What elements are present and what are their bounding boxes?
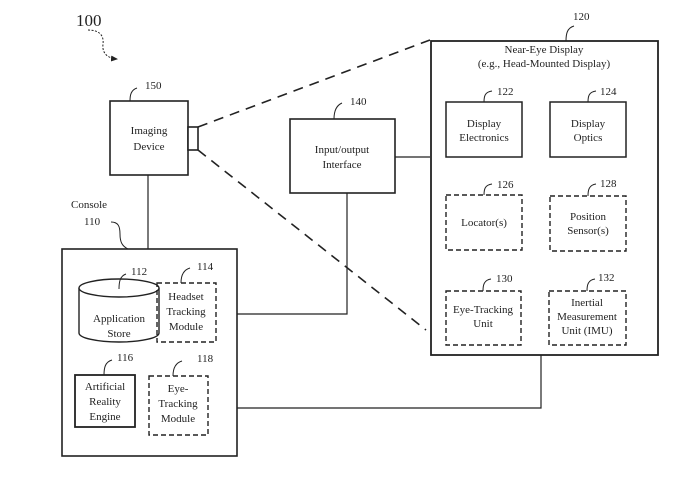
imaging-device-label-1: Imaging	[131, 125, 168, 137]
application-store-label-2: Store	[107, 328, 130, 340]
io-interface-block: Input/output Interface 140	[289, 96, 396, 194]
imu-ref: 132	[598, 272, 615, 284]
fov-line-bottom	[197, 149, 427, 331]
headset-tracking-label-3: Module	[169, 321, 203, 333]
display-optics-ref: 124	[600, 86, 617, 98]
display-electronics-ref: 122	[497, 86, 514, 98]
imaging-device-ref: 150	[145, 80, 162, 92]
ned-ref: 120	[573, 11, 590, 23]
ar-engine-leader	[103, 359, 113, 376]
display-optics-leader	[587, 90, 597, 103]
ar-engine-box	[74, 374, 136, 428]
eye-tracking-module: Eye- Tracking Module 118	[148, 353, 214, 436]
io-interface-ref: 140	[350, 96, 367, 108]
console-title: Console	[71, 199, 107, 211]
eye-tracking-module-label-3: Module	[161, 413, 195, 425]
headset-tracking-ref: 114	[197, 261, 214, 273]
locators-box	[445, 194, 523, 251]
console-ref: 110	[84, 216, 101, 228]
application-store-ref: 112	[131, 266, 147, 278]
position-sensors-box	[549, 195, 627, 252]
near-eye-display-box	[430, 40, 659, 356]
io-interface-label-1: Input/output	[315, 144, 369, 156]
application-store-label-1: Application	[93, 313, 145, 325]
display-electronics-label-2: Electronics	[459, 132, 508, 144]
display-electronics-leader	[483, 90, 493, 103]
io-interface-leader	[333, 102, 343, 120]
imu-label-3: Unit (IMU)	[561, 325, 612, 337]
ned-leader	[565, 25, 575, 42]
eye-tracking-module-box	[148, 375, 209, 436]
console-box	[61, 248, 238, 457]
ar-engine-label-1: Artificial	[85, 381, 125, 393]
application-store: Application Store 112	[78, 266, 160, 343]
console-to-ned-line	[237, 355, 542, 409]
application-store-leader	[118, 273, 127, 290]
headset-tracking-label-1: Headset	[168, 291, 203, 303]
headset-tracking-box	[156, 282, 217, 343]
console-leader	[110, 221, 129, 250]
console-block: Console 110 Application Store 112 Headse…	[61, 199, 238, 457]
io-interface-box	[289, 118, 396, 194]
figure-ref-label: 100	[76, 11, 102, 30]
imaging-device-label-2: Device	[133, 141, 164, 153]
locators-label: Locator(s)	[461, 217, 507, 229]
headset-tracking-module: Headset Tracking Module 114	[156, 261, 217, 343]
eye-tracking-module-label-1: Eye-	[168, 383, 189, 395]
imu-label-1: Inertial	[571, 297, 603, 309]
locators-ref: 126	[497, 179, 514, 191]
near-eye-display-block: Near-Eye Display (e.g., Head-Mounted Dis…	[430, 11, 659, 356]
fov-line-top	[197, 39, 431, 128]
imu-leader	[586, 278, 596, 292]
figure-ref-arrow	[87, 29, 118, 62]
eye-tracking-module-label-2: Tracking	[158, 398, 198, 410]
ned-title-2: (e.g., Head-Mounted Display)	[478, 58, 611, 70]
ned-title-1: Near-Eye Display	[505, 44, 584, 56]
eye-tracking-module-leader	[172, 360, 183, 377]
imaging-device-block: Imaging Device 150	[109, 80, 199, 176]
ar-engine-label-2: Reality	[89, 396, 121, 408]
display-optics-label-2: Optics	[574, 132, 603, 144]
headset-tracking-leader	[180, 267, 191, 284]
locators-leader	[483, 183, 493, 196]
cylinder-body-icon	[78, 288, 160, 343]
ar-engine-ref: 116	[117, 352, 134, 364]
eye-tracking-unit-leader	[482, 278, 492, 292]
eye-tracking-unit-label-2: Unit	[473, 318, 493, 330]
eye-tracking-unit-label-1: Eye-Tracking	[453, 304, 514, 316]
ar-engine-label-3: Engine	[89, 411, 120, 423]
display-optics-label-1: Display	[571, 118, 606, 130]
eye-tracking-unit-ref: 130	[496, 273, 513, 285]
headset-tracking-label-2: Tracking	[166, 306, 206, 318]
position-sensors-label-1: Position	[570, 211, 607, 223]
imu-box	[548, 290, 627, 346]
imaging-device-box	[109, 100, 189, 176]
imaging-device-leader	[129, 87, 138, 102]
position-sensors-ref: 128	[600, 178, 617, 190]
display-electronics-label-1: Display	[467, 118, 502, 130]
eye-tracking-module-ref: 118	[197, 353, 214, 365]
camera-lens-icon	[187, 126, 199, 151]
position-sensors-leader	[587, 183, 597, 197]
position-sensors-label-2: Sensor(s)	[567, 225, 609, 237]
io-interface-label-2: Interface	[322, 159, 361, 171]
artificial-reality-engine: Artificial Reality Engine 116	[74, 352, 136, 428]
imu-label-2: Measurement	[557, 311, 617, 323]
console-to-io-line	[237, 193, 348, 315]
